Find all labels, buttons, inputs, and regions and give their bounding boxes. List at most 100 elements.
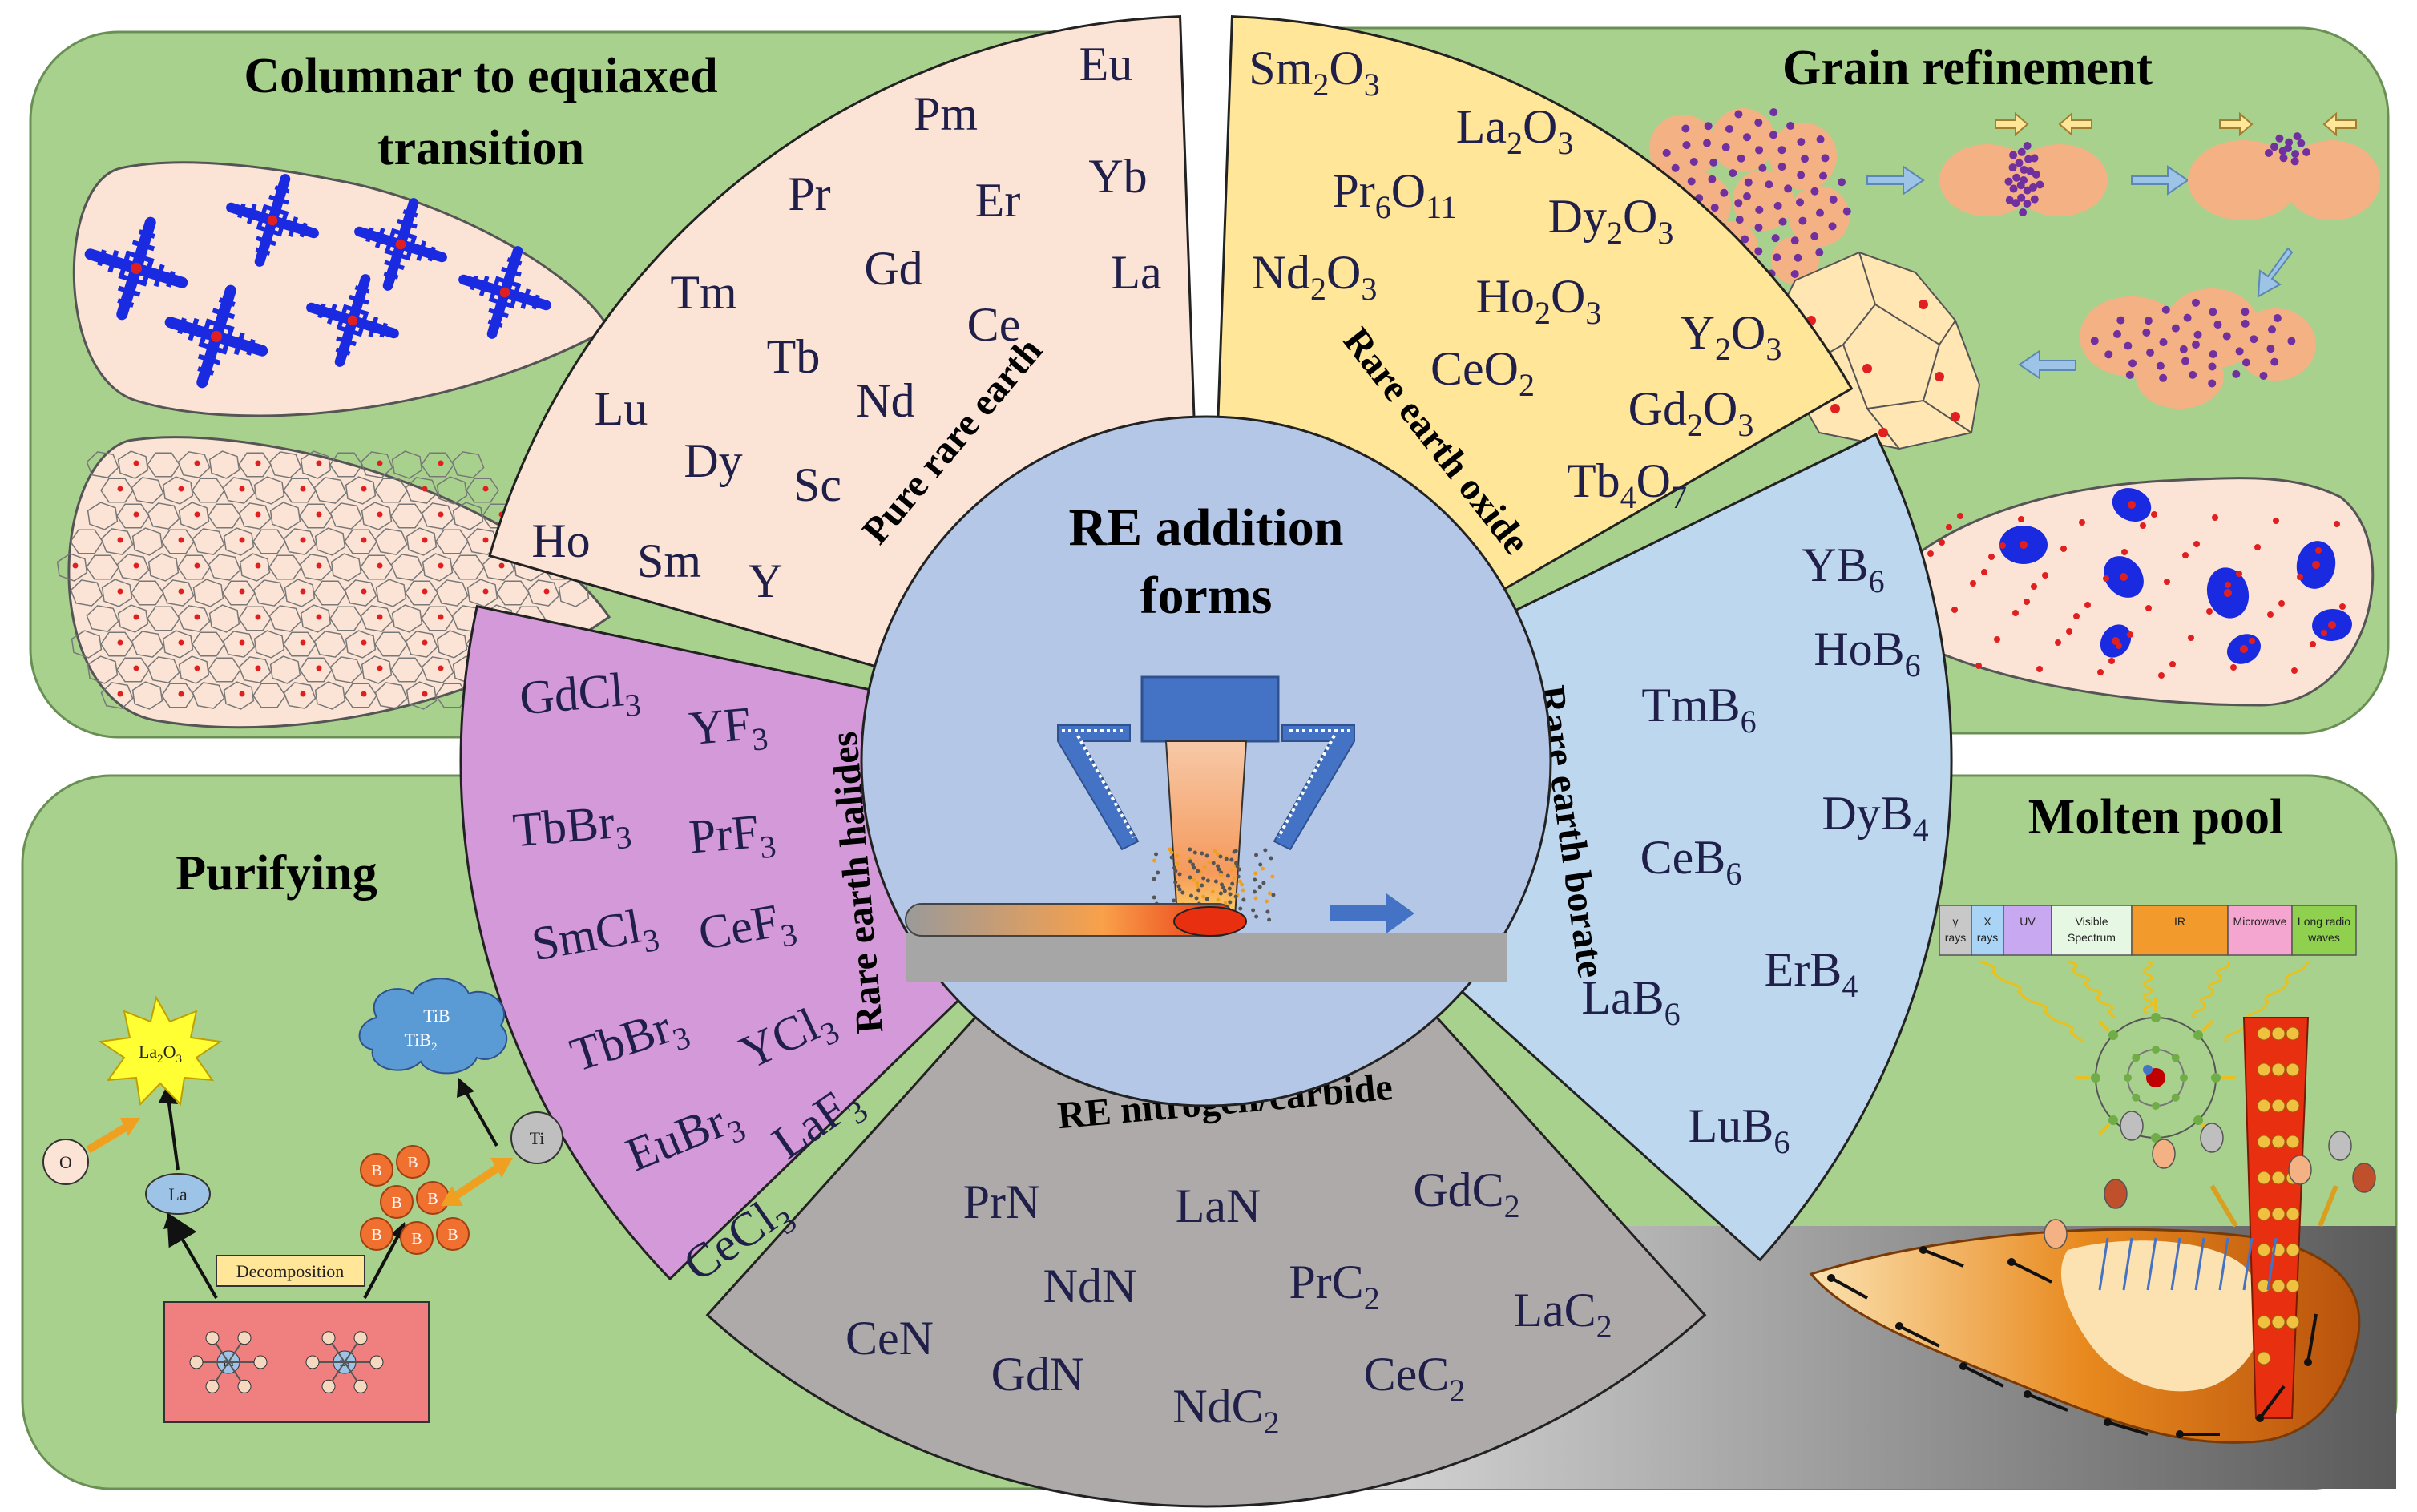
pure-element-tm: Tm [670, 266, 736, 319]
o-label: O [59, 1152, 72, 1172]
spectrum-sublabel-1: rays [1977, 931, 1998, 944]
heading-columnar-line2: transition [377, 121, 584, 175]
spectrum-band-5 [2227, 905, 2293, 956]
spectrum-sublabel-3: Spectrum [2068, 931, 2116, 944]
dendrite [458, 246, 551, 339]
pure-element-sm: Sm [637, 534, 701, 587]
pure-element-pr: Pr [788, 167, 830, 220]
nitrogen-formula-6: CeN [845, 1312, 934, 1365]
pure-element-er: Er [975, 174, 1021, 227]
pure-element-gd: Gd [864, 242, 922, 295]
halide-formula-3: PrF3 [687, 804, 777, 872]
boron-label: B [407, 1154, 418, 1171]
nitrogen-formula-8: NdC2 [1172, 1380, 1279, 1441]
pure-element-eu: Eu [1079, 38, 1133, 91]
borate-formula-1: HoB6 [1814, 623, 1920, 683]
boron-label: B [427, 1190, 438, 1208]
dendrite [226, 174, 319, 267]
la2o3-burst [98, 995, 223, 1107]
tib2-label: TiB2 [405, 1030, 438, 1054]
refined-particle-blobs [1896, 488, 2352, 679]
nitrogen-formula-4: PrC2 [1289, 1256, 1379, 1316]
la-label: La [168, 1184, 187, 1204]
borate-formula-3: DyB4 [1822, 787, 1928, 848]
center-title-line2: forms [1140, 566, 1273, 625]
nitrogen-formula-2: GdC2 [1413, 1163, 1519, 1224]
dendrite [84, 216, 188, 321]
nitrogen-formula-7: GdN [991, 1348, 1085, 1401]
dendrite [306, 274, 399, 367]
pure-element-la: La [1111, 246, 1161, 299]
spectrum-band-0 [1939, 905, 1972, 956]
spectrum-band-6 [2291, 905, 2357, 956]
laser-deposition-illustration [905, 675, 1507, 982]
borate-formula-2: TmB6 [1641, 679, 1756, 740]
spectrum-band-3 [2051, 905, 2133, 956]
spectrum-label-1: X [1983, 915, 1991, 928]
pure-element-sc: Sc [793, 458, 841, 511]
oxide-formula-4: Nd2O3 [1252, 246, 1378, 307]
dendrite [164, 284, 268, 389]
spectrum-band-2 [2003, 905, 2052, 956]
spectrum-sublabel-6: waves [2307, 931, 2340, 944]
boron-label: B [391, 1194, 401, 1212]
borate-formula-0: YB6 [1802, 538, 1884, 599]
oxide-formula-7: CeO2 [1430, 342, 1535, 403]
heading-columnar-line1: Columnar to equiaxed [244, 49, 717, 103]
borate-formula-5: ErB4 [1765, 943, 1858, 1004]
pure-element-pm: Pm [914, 87, 978, 140]
oxide-formula-9: Tb4O7 [1567, 454, 1687, 515]
boron-label: B [371, 1162, 381, 1179]
pure-element-lu: Lu [595, 382, 648, 435]
boron-label: B [447, 1226, 458, 1244]
pure-element-y: Y [748, 554, 782, 607]
spectrum-label-4: IR [2174, 915, 2185, 928]
borate-formula-7: LuB6 [1689, 1099, 1790, 1160]
halide-formula-1: YF3 [687, 696, 769, 763]
oxide-formula-6: Y2O3 [1681, 306, 1782, 367]
oxide-formula-8: Gd2O3 [1628, 382, 1754, 443]
pure-element-tb: Tb [767, 330, 821, 383]
boron-label: B [411, 1230, 422, 1248]
pure-element-dy: Dy [684, 434, 742, 487]
oxide-formula-1: La2O3 [1456, 100, 1574, 161]
nitrogen-formula-5: LaC2 [1513, 1284, 1612, 1345]
borate-formula-4: CeB6 [1640, 831, 1742, 892]
oxide-formula-3: Dy2O3 [1548, 190, 1674, 251]
boron-label: B [371, 1226, 381, 1244]
nitrogen-formula-3: NdN [1043, 1260, 1137, 1312]
spectrum-label-5: Microwave [2233, 915, 2287, 928]
pure-element-yb: Yb [1088, 150, 1147, 203]
heading-molten-pool: Molten pool [2028, 790, 2284, 845]
nitrogen-formula-9: CeC2 [1364, 1348, 1466, 1409]
spectrum-band-4 [2131, 905, 2229, 956]
spectrum-band-1 [1971, 905, 2004, 956]
oxide-formula-2: Pr6O11 [1332, 164, 1456, 225]
spectrum-sublabel-0: rays [1945, 931, 1966, 944]
spectrum-label-2: UV [2020, 915, 2036, 928]
tib-cloud [358, 978, 508, 1075]
ti-label: Ti [530, 1128, 545, 1148]
heading-grain-refinement: Grain refinement [1782, 41, 2153, 95]
pure-element-ho: Ho [531, 514, 590, 567]
center-title-line1: RE addition [1069, 498, 1344, 557]
pure-element-ce: Ce [967, 298, 1021, 351]
halide-formula-0: GdCl3 [518, 662, 643, 733]
la2o3-label: La2O3 [139, 1042, 182, 1066]
tib-label: TiB [423, 1006, 450, 1026]
spectrum-label-6: Long radio [2298, 915, 2350, 928]
spectrum-label-3: Visible [2076, 915, 2108, 928]
nitrogen-formula-1: LaN [1176, 1179, 1261, 1232]
dendrite [354, 198, 447, 291]
dendrite-group [84, 174, 551, 389]
halide-formula-2: TbBr3 [510, 794, 633, 865]
oxide-formula-0: Sm2O3 [1249, 42, 1379, 103]
spectrum-label-0: γ [1953, 915, 1959, 928]
nitrogen-formula-0: PrN [963, 1175, 1041, 1228]
heading-purifying: Purifying [176, 846, 377, 901]
borate-formula-6: LaB6 [1581, 971, 1680, 1032]
